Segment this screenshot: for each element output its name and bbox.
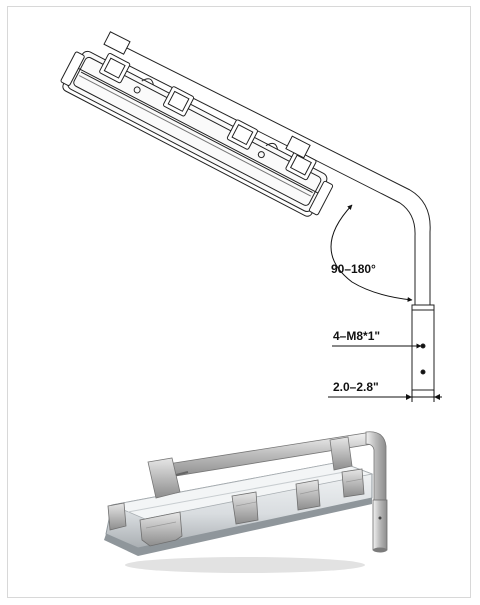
housing-clips: [107, 468, 365, 547]
arm-bracket-right: [285, 135, 311, 159]
bolt-label: 4–M8*1": [333, 329, 380, 343]
clip-middle-left: [231, 491, 259, 525]
clip-left-end: [107, 502, 127, 531]
diameter-label: 2.0–2.8": [333, 380, 379, 394]
fixture-body-outline: [60, 50, 334, 217]
clip-front-left: [139, 511, 183, 547]
bolt-hole-upper: [420, 343, 426, 349]
clip-outlines: [99, 53, 317, 181]
support-arm: [147, 431, 388, 553]
fixture-render: [104, 431, 388, 573]
arm-bracket-left: [103, 31, 131, 55]
clip-middle-right: [295, 479, 321, 511]
bolt-hole-lower: [420, 369, 426, 375]
shadow: [125, 557, 365, 573]
angle-arc: [330, 204, 413, 303]
fixture-line-drawing: [60, 31, 442, 402]
angle-label: 90–180°: [331, 262, 376, 276]
arm-sleeve: [372, 499, 388, 551]
clip-right: [341, 468, 365, 498]
